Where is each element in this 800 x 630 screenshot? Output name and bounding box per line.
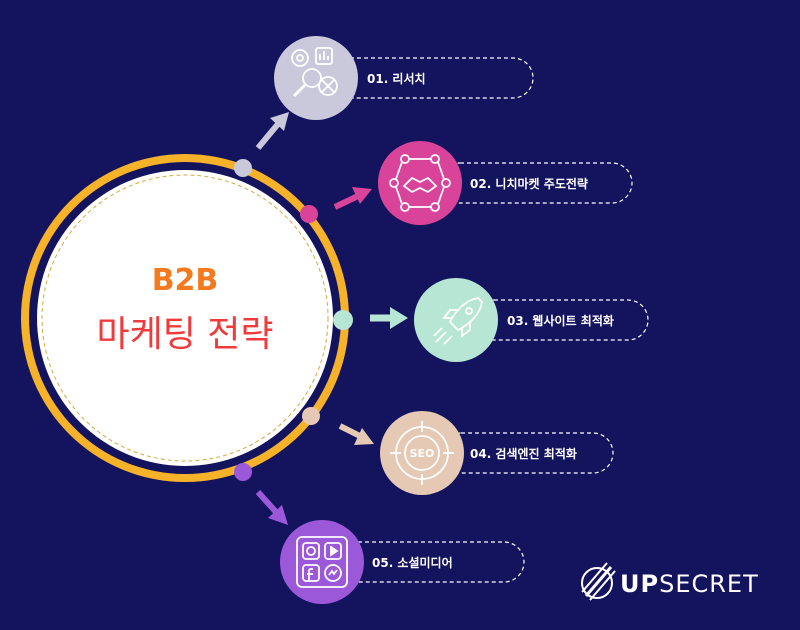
seo-target-icon	[390, 421, 454, 485]
center-title-b2b: B2B	[152, 263, 219, 298]
step-1: 01. 리서치	[234, 36, 534, 177]
social-media-icon	[296, 536, 348, 588]
step-circle-3	[414, 278, 498, 362]
step-label-4: 04. 검색엔진 최적화	[470, 446, 577, 461]
step-2: 02. 니치마켓 주도전략	[300, 141, 633, 225]
step-label-5: 05. 소셜미디어	[372, 555, 453, 570]
step-4: SEO 04. 검색엔진 최적화	[302, 407, 614, 495]
upsecret-logo-icon	[581, 562, 616, 601]
arrow-4	[338, 423, 374, 445]
step-label-3: 03. 웹사이트 최적화	[507, 313, 614, 328]
rocket-icon	[433, 297, 483, 345]
step-circle-5	[280, 520, 364, 604]
brand-logo: UPSECRET	[581, 562, 759, 601]
step-circle-1	[274, 36, 358, 120]
connector-dot-3	[333, 310, 353, 330]
connector-dot-5	[234, 463, 252, 481]
research-icon	[291, 47, 338, 98]
step-label-1: 01. 리서치	[367, 71, 426, 86]
seo-icon-text: SEO	[410, 447, 435, 460]
center-dashed-ring	[41, 174, 329, 462]
center-disc	[37, 170, 333, 466]
brand-name: UPSECRET	[620, 570, 759, 598]
brand-name-light: SECRET	[659, 570, 759, 598]
label-pill-2	[439, 162, 633, 204]
connector-dot-1	[234, 159, 252, 177]
step-label-2: 02. 니치마켓 주도전략	[470, 176, 588, 191]
brand-name-bold: UP	[620, 570, 659, 598]
connector-dot-4	[302, 407, 320, 425]
step-5: 05. 소셜미디어	[234, 463, 525, 604]
step-circle-4	[380, 411, 464, 495]
center-title-main: 마케팅 전략	[96, 314, 273, 355]
arrow-3	[370, 307, 408, 329]
arrow-2	[333, 187, 372, 210]
connector-dot-2	[300, 205, 318, 223]
label-pill-1	[329, 57, 534, 99]
label-pill-3	[473, 299, 649, 341]
handshake-network-icon	[389, 154, 451, 212]
center-hub: B2B 마케팅 전략	[21, 154, 349, 482]
arrow-1	[255, 112, 289, 150]
step-3: 03. 웹사이트 최적화	[333, 278, 649, 362]
arrow-5	[255, 489, 288, 525]
